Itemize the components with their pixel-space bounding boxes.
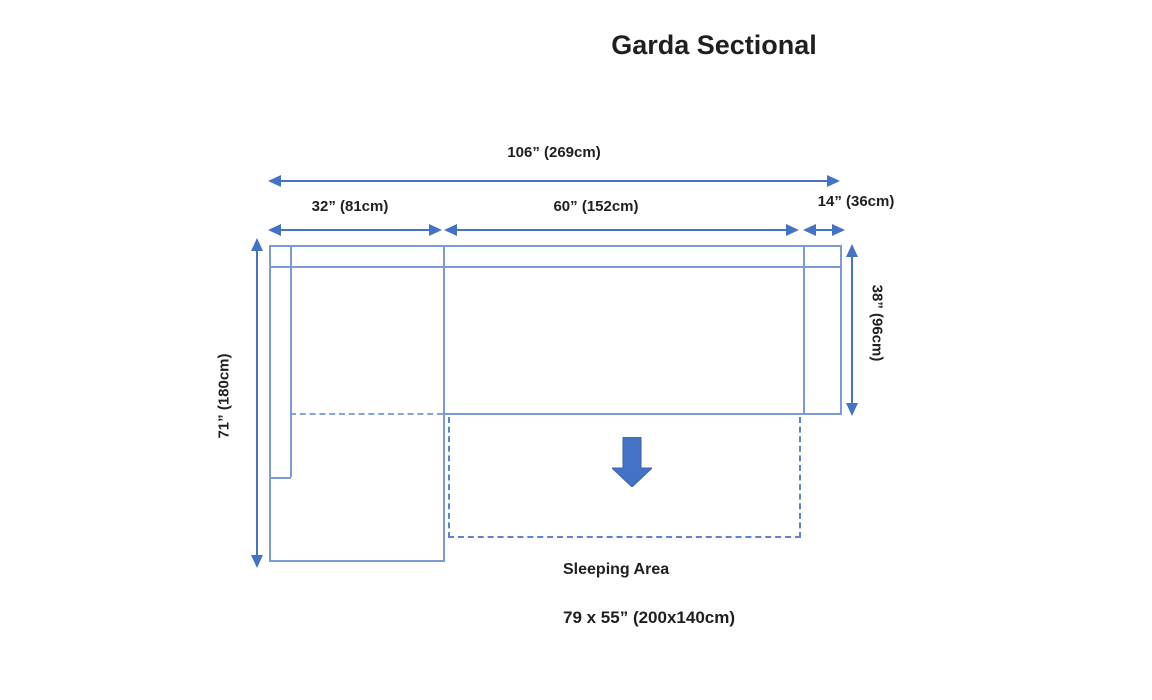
arrow-line [455, 229, 788, 231]
arrow-line [851, 255, 853, 405]
arrowhead-left-icon [268, 175, 281, 187]
chaise-width-label: 32” (81cm) [311, 198, 389, 215]
chaise-outline [269, 245, 445, 562]
overall-depth-label: 71” (180cm) [215, 353, 233, 439]
fold-down-arrow-icon [612, 437, 652, 487]
seat-width-dim-arrow-icon [444, 223, 799, 237]
armrest-width-dim-arrow-icon [803, 223, 845, 237]
arrowhead-left-icon [268, 224, 281, 236]
arrow-line [256, 249, 258, 557]
arrowhead-left-icon [803, 224, 816, 236]
seat-width-label: 60” (152cm) [553, 198, 639, 215]
sleeping-area-title: Sleeping Area [563, 561, 670, 578]
arrowhead-up-icon [846, 244, 858, 257]
arrowhead-right-icon [827, 175, 840, 187]
arrowhead-right-icon [786, 224, 799, 236]
chaise-seat-dashed-line [290, 413, 443, 415]
sleeping-area-dashed-rect [448, 417, 801, 538]
left-armrest-line [290, 245, 292, 477]
armrest-width-label: 14” (36cm) [817, 193, 895, 210]
seat-outline [443, 245, 842, 415]
right-armrest-line [803, 245, 805, 415]
overall-width-label: 106” (269cm) [507, 144, 601, 161]
arrowhead-up-icon [251, 238, 263, 251]
left-armrest-cap-line [269, 477, 291, 479]
arrow-line [279, 180, 829, 182]
arrowhead-down-icon [251, 555, 263, 568]
arrow-line [279, 229, 431, 231]
arrowhead-right-icon [832, 224, 845, 236]
arrowhead-right-icon [429, 224, 442, 236]
sleeping-area-size: 79 x 55” (200x140cm) [563, 608, 736, 627]
right-depth-dim-arrow-icon [845, 244, 859, 416]
overall-width-dim-arrow-icon [268, 174, 840, 188]
arrowhead-down-icon [846, 403, 858, 416]
arrow-line [813, 229, 835, 231]
backrest-line [269, 266, 842, 268]
right-depth-label: 38” (96cm) [868, 284, 886, 362]
diagram-title: Garda Sectional [611, 30, 817, 60]
overall-depth-dim-arrow-icon [250, 238, 264, 568]
arrowhead-left-icon [444, 224, 457, 236]
chaise-width-dim-arrow-icon [268, 223, 442, 237]
